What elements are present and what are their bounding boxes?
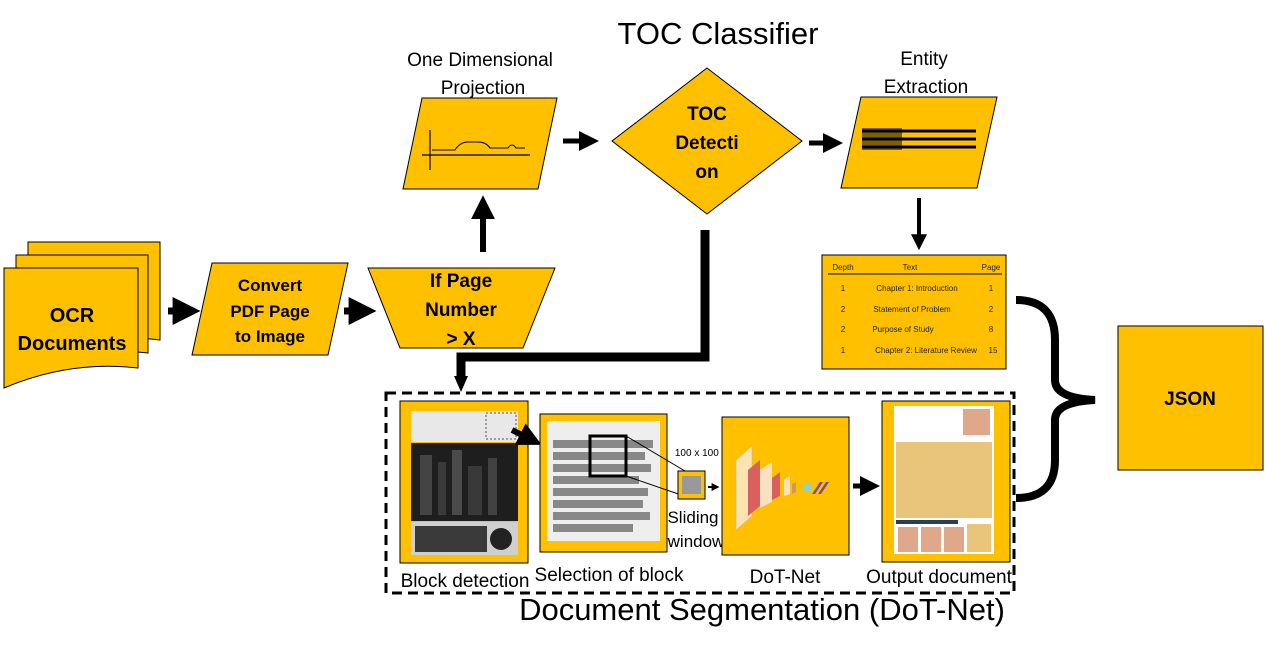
selection-label: Selection of block [535,565,684,586]
projection-label-line2: Projection [441,78,526,99]
ifpage-label-line2: Number [425,300,497,321]
ocr-label-line2: Documents [18,333,127,355]
table-header-depth: Depth [832,263,853,272]
table-cell: 2 [989,305,994,314]
convert-label-line1: Convert [238,276,303,295]
projection-label-line1: One Dimensional [407,50,553,71]
selection-block-panel: Selection of block [535,413,691,586]
connector-arrowhead [454,376,468,392]
tile-node: 100 x 100 Tile Sliding window [667,448,738,551]
json-node: JSON [1117,325,1264,471]
ifpage-label-line3: > X [446,329,475,350]
table-cell: 2 [841,305,846,314]
table-cell: 1 [989,284,994,293]
table-cell: 1 [841,284,846,293]
entity-label-line1: Entity [900,49,948,70]
connector-toc-to-segmentation [456,230,710,378]
convert-label-line3: to Image [235,327,305,346]
ifpage-label-line1: If Page [430,271,492,292]
table-header-text: Text [903,263,918,272]
table-cell: 15 [989,346,998,355]
table-cell: 1 [841,346,846,355]
table-header-page: Page [982,263,1001,272]
entity-label-line2: Extraction [884,77,968,98]
json-label: JSON [1164,389,1216,410]
table-cell: Purpose of Study [872,325,933,334]
projection-node [402,97,558,190]
toc-label-line3: on [695,162,718,183]
ifpage-node: If Page Number > X [367,267,556,350]
document-segmentation-title: Document Segmentation (DoT-Net) [519,592,1005,627]
ocr-documents-node: OCR Documents [3,241,161,389]
entity-extraction-node [840,96,998,189]
output-label: Output document [866,567,1012,588]
arrow-block-to-selection [510,423,542,445]
dotnet-label: DoT-Net [750,567,821,588]
sliding-label-line1: Sliding [667,508,718,527]
dotnet-panel: DoT-Net [721,416,850,588]
sliding-label-line2: window [667,532,725,551]
segmentation-frame [384,391,1016,595]
ocr-label-line1: OCR [50,305,95,327]
table-cell: 8 [989,325,994,334]
tile-label: 100 x 100 Tile [675,448,738,459]
block-detection-label: Block detection [401,571,530,592]
toc-label-line2: Detecti [675,133,738,154]
table-cell: Chapter 2: Literature Review [875,346,977,355]
output-document-panel: Output document [866,400,1013,588]
toc-classifier-title: TOC Classifier [618,16,819,51]
toc-label-line1: TOC [687,104,727,125]
toc-detection-node: TOC Detecti on [611,67,803,215]
convert-node: Convert PDF Page to Image [191,262,349,356]
toc-table: Depth Text Page 1 Chapter 1: Introductio… [821,254,1007,370]
table-cell: Chapter 1: Introduction [876,284,957,293]
table-cell: 2 [841,325,846,334]
table-cell: Statement of Problem [873,305,951,314]
convert-label-line2: PDF Page [230,302,309,321]
block-detection-panel: Block detection [399,400,530,592]
merge-brace [1015,296,1096,502]
